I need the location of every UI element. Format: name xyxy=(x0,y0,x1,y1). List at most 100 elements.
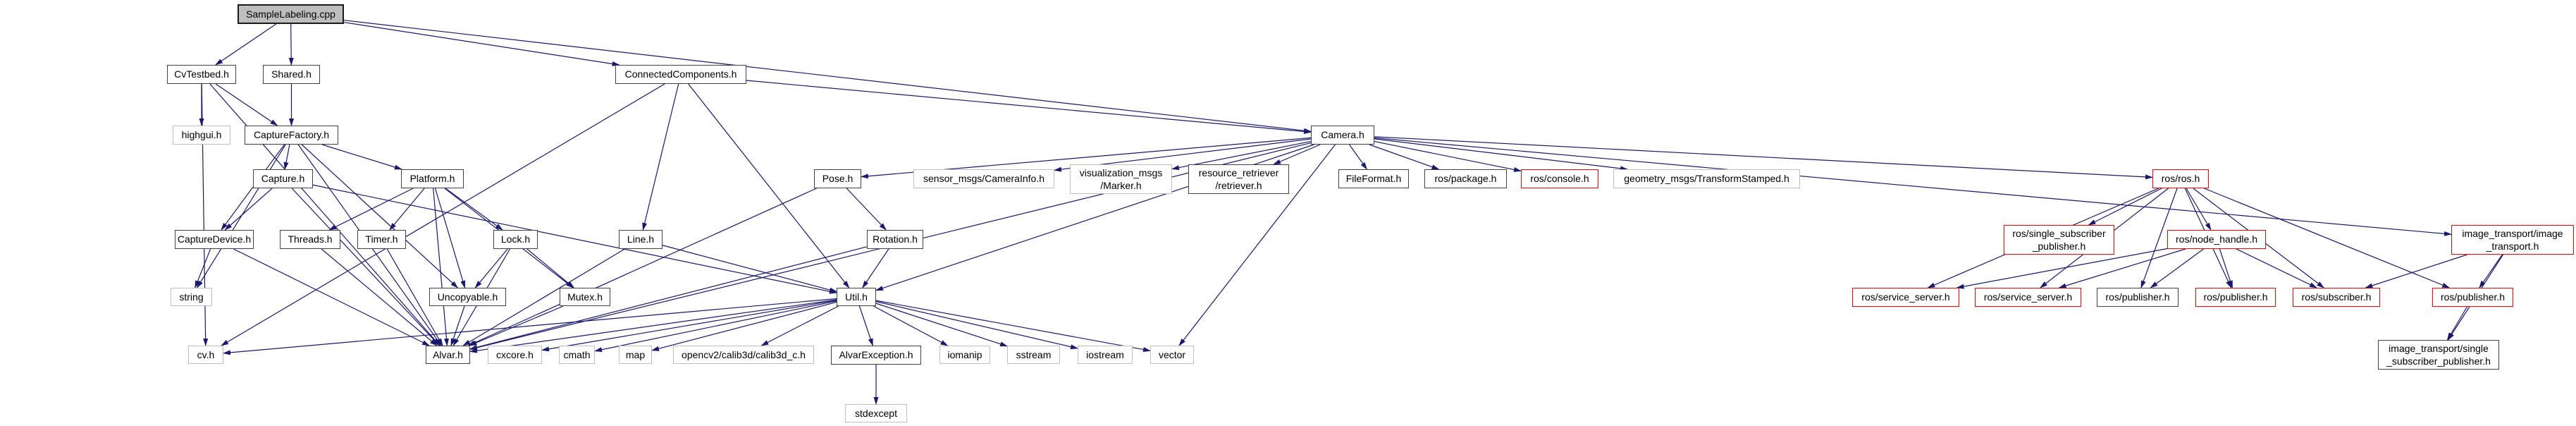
include-edge-n31-n39 xyxy=(469,299,837,353)
graph-node-vector[interactable]: vector xyxy=(1150,346,1194,364)
include-edge-n6-n8 xyxy=(283,144,290,170)
include-edge-n10-n24 xyxy=(846,188,887,231)
include-edge-n2-n39 xyxy=(209,83,440,346)
graph-node-capturedevice-h[interactable]: CaptureDevice.h xyxy=(175,230,254,249)
include-edge-n26-n34 xyxy=(2150,248,2204,288)
include-edge-n7-n15 xyxy=(1369,144,1440,170)
include-edge-n7-n16 xyxy=(1374,140,1522,172)
graph-node-alvar-h[interactable]: Alvar.h xyxy=(426,346,470,364)
graph-node-string[interactable]: string xyxy=(171,288,212,306)
graph-node-sstream[interactable]: sstream xyxy=(1007,346,1060,364)
include-edge-n7-n13 xyxy=(1273,144,1321,165)
include-edge-n4-n31 xyxy=(688,83,850,288)
graph-node-fileformat-h[interactable]: FileFormat.h xyxy=(1338,169,1409,188)
include-edge-n7-n48 xyxy=(1178,144,1336,346)
graph-node-connectedcomponents-h[interactable]: ConnectedComponents.h xyxy=(615,65,746,84)
graph-node-threads-h[interactable]: Threads.h xyxy=(280,230,340,249)
graph-node-geometry-msgs-transformstamped-h[interactable]: geometry_msgs/TransformStamped.h xyxy=(1613,169,1800,188)
graph-node-capturefactory-h[interactable]: CaptureFactory.h xyxy=(245,126,338,145)
include-edge-n22-n29 xyxy=(474,248,508,288)
graph-node-cxcore-h[interactable]: cxcore.h xyxy=(488,346,542,364)
include-edge-n31-n46 xyxy=(875,303,1008,347)
graph-node-resource-retriever-retriever-h[interactable]: resource_retriever /retriever.h xyxy=(1188,164,1289,194)
graph-node-visualization-msgs-marker-h[interactable]: visualization_msgs /Marker.h xyxy=(1070,164,1172,194)
graph-node-cv-h[interactable]: cv.h xyxy=(188,346,223,364)
include-edge-n1-n4 xyxy=(343,22,620,66)
graph-node-util-h[interactable]: Util.h xyxy=(837,288,876,306)
include-edge-n31-n48 xyxy=(875,300,1151,352)
include-edge-n7-n14 xyxy=(1349,144,1367,170)
graph-node-ros-subscriber-h[interactable]: ros/subscriber.h xyxy=(2293,288,2380,307)
graph-node-ros-service-server-h[interactable]: ros/service_server.h xyxy=(1852,288,1959,307)
include-edge-n26-n32 xyxy=(1956,248,2168,289)
graph-node-map[interactable]: map xyxy=(619,346,652,364)
include-edge-n20-n39 xyxy=(321,248,438,346)
graph-node-line-h[interactable]: Line.h xyxy=(619,230,663,249)
include-edge-n19-n28 xyxy=(195,248,211,288)
graph-node-timer-h[interactable]: Timer.h xyxy=(357,230,406,249)
graph-node-iomanip[interactable]: iomanip xyxy=(939,346,990,364)
graph-node-ros-package-h[interactable]: ros/package.h xyxy=(1424,169,1507,188)
include-edge-n31-n42 xyxy=(651,301,837,351)
graph-node-stdexcept[interactable]: stdexcept xyxy=(845,404,907,422)
graph-node-shared-h[interactable]: Shared.h xyxy=(263,65,320,84)
include-edge-n24-n39 xyxy=(469,246,868,350)
graph-node-cmath[interactable]: cmath xyxy=(559,346,595,364)
graph-node-opencv2-calib3d-calib3d-c-h[interactable]: opencv2/calib3d/calib3d_c.h xyxy=(673,346,814,364)
include-edge-n6-n19 xyxy=(221,144,285,231)
graph-node-alvarexception-h[interactable]: AlvarException.h xyxy=(831,346,921,365)
include-edge-n31-n43 xyxy=(760,305,839,346)
include-edge-n18-n37 xyxy=(2204,188,2451,288)
graph-node-sensor-msgs-camerainfo-h[interactable]: sensor_msgs/CameraInfo.h xyxy=(913,169,1054,188)
graph-node-ros-console-h[interactable]: ros/console.h xyxy=(1521,169,1598,188)
include-edge-n1-n3 xyxy=(288,23,294,66)
include-edge-n8-n39 xyxy=(291,188,440,346)
include-edge-n7-n17 xyxy=(1374,138,1629,171)
include-edge-n18-n25 xyxy=(2088,188,2162,226)
include-edge-n18-n34 xyxy=(2140,188,2178,288)
graph-node-lock-h[interactable]: Lock.h xyxy=(493,230,538,249)
graph-node-rotation-h[interactable]: Rotation.h xyxy=(867,230,923,249)
include-edge-n9-n21 xyxy=(389,188,425,231)
include-edge-n6-n9 xyxy=(321,144,402,170)
graph-node-capture-h[interactable]: Capture.h xyxy=(253,169,313,188)
include-edge-n23-n31 xyxy=(662,245,837,293)
graph-node-image-transport-image-transport-h[interactable]: image_transport/image _transport.h xyxy=(2451,225,2574,255)
include-edge-n26-n36 xyxy=(2236,248,2317,288)
include-edge-n2-n6 xyxy=(215,83,278,126)
include-edge-n21-n39 xyxy=(386,248,443,346)
graph-node-image-transport-single-subscriber-publisher-h[interactable]: image_transport/single _subscriber_publi… xyxy=(2378,340,2499,370)
include-edge-n27-n36 xyxy=(2365,254,2467,288)
graph-node-ros-single-subscriber-publisher-h[interactable]: ros/single_subscriber _publisher.h xyxy=(2004,225,2114,255)
graph-node-samplelabeling-cpp[interactable]: SampleLabeling.cpp xyxy=(238,4,344,24)
graph-node-cvtestbed-h[interactable]: CvTestbed.h xyxy=(167,65,236,84)
include-edge-n9-n29 xyxy=(434,188,466,288)
graph-node-platform-h[interactable]: Platform.h xyxy=(401,169,464,188)
graph-node-ros-ros-h[interactable]: ros/ros.h xyxy=(2152,169,2209,188)
graph-node-ros-node-handle-h[interactable]: ros/node_handle.h xyxy=(2167,230,2266,249)
graph-node-ros-publisher-h[interactable]: ros/publisher.h xyxy=(2097,288,2178,307)
include-edge-n4-n7 xyxy=(746,80,1312,134)
graph-node-pose-h[interactable]: Pose.h xyxy=(814,169,861,188)
graph-node-highgui-h[interactable]: highgui.h xyxy=(173,126,230,145)
graph-node-ros-publisher-h[interactable]: ros/publisher.h xyxy=(2195,288,2276,307)
graph-node-ros-service-server-h[interactable]: ros/service_server.h xyxy=(1975,288,2081,307)
graph-node-iostream[interactable]: iostream xyxy=(1078,346,1133,364)
include-edge-n8-n19 xyxy=(224,188,273,231)
include-edge-n6-n29 xyxy=(301,144,459,288)
include-edge-n8-n31 xyxy=(312,184,837,294)
include-edge-n29-n39 xyxy=(450,305,465,346)
include-edge-n31-n40 xyxy=(541,300,837,352)
include-edge-n7-n27 xyxy=(1374,137,2452,236)
graph-node-ros-publisher-h[interactable]: ros/publisher.h xyxy=(2432,288,2513,307)
graph-node-camera-h[interactable]: Camera.h xyxy=(1311,126,1374,145)
include-edge-n9-n20 xyxy=(328,188,414,231)
graph-node-mutex-h[interactable]: Mutex.h xyxy=(560,288,610,306)
include-edge-n1-n2 xyxy=(215,23,277,66)
graph-node-uncopyable-h[interactable]: Uncopyable.h xyxy=(429,288,506,306)
include-edge-n31-n41 xyxy=(594,300,837,353)
include-edge-n19-n39 xyxy=(233,248,431,346)
include-edge-n22-n30 xyxy=(526,248,575,288)
include-edge-n26-n35 xyxy=(2219,248,2233,288)
